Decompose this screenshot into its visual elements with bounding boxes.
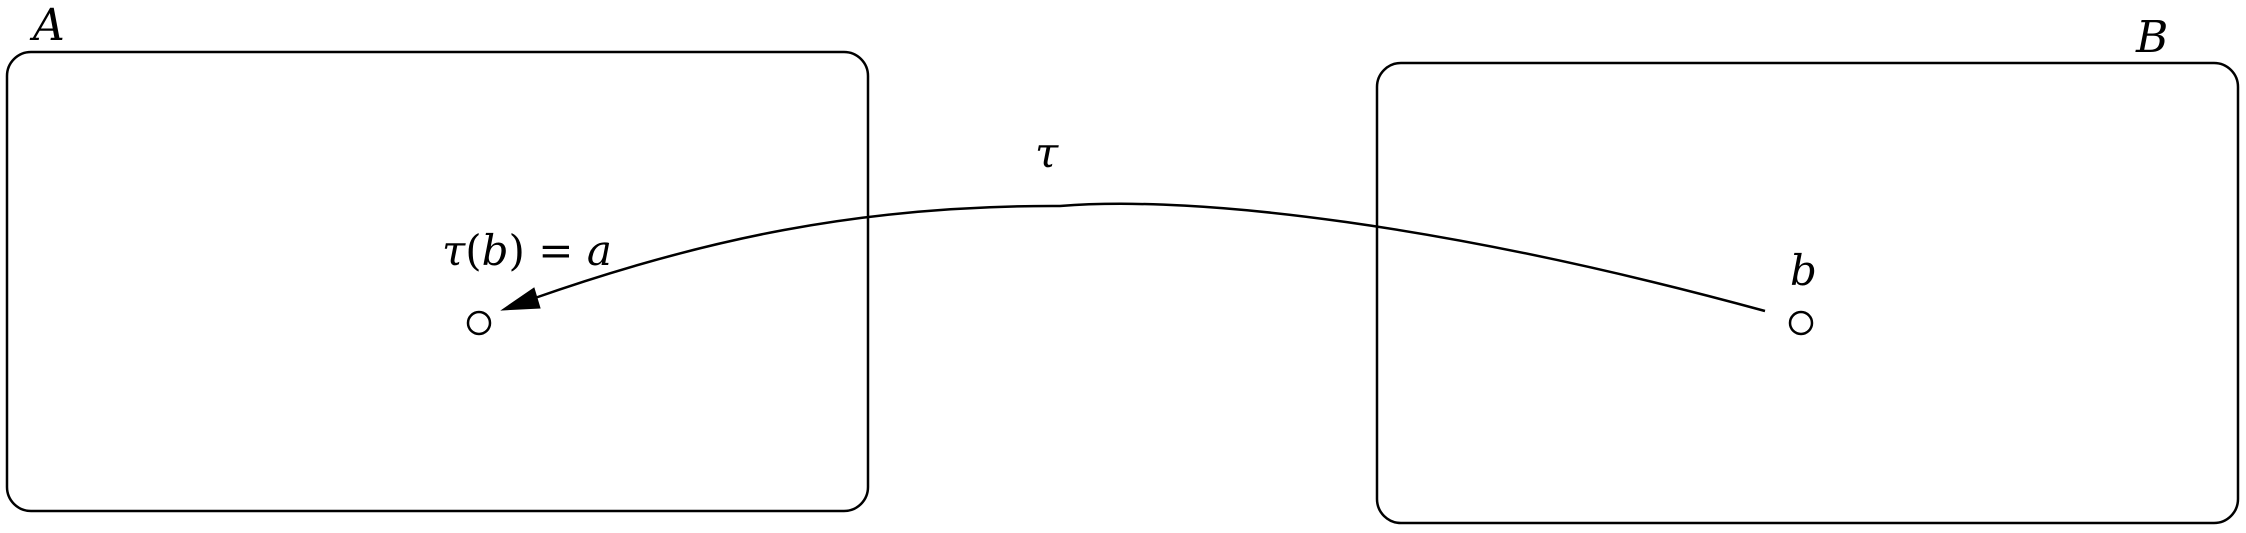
set-a: A — [5, 0, 870, 513]
point-a-label-close: ) — [509, 226, 525, 275]
set-b-label: B — [2135, 12, 2168, 63]
set-a-label: A — [29, 0, 65, 51]
map-label: τ — [1035, 128, 1059, 177]
point-b: b — [1788, 246, 1817, 336]
point-a-label-eq: = — [525, 226, 587, 275]
point-b-label: b — [1790, 246, 1817, 295]
point-b-marker — [1788, 310, 1814, 336]
set-b: B — [1375, 12, 2240, 525]
point-a-label-fn: τ — [442, 226, 466, 275]
point-a: τ(b) = a — [442, 226, 612, 336]
map-arrowhead — [500, 287, 541, 311]
map-arrow-curve — [531, 202, 1766, 313]
point-a-label: τ(b) = a — [442, 226, 612, 275]
set-b-box — [1375, 61, 2240, 525]
point-a-marker — [466, 310, 492, 336]
set-a-box — [5, 50, 870, 513]
point-a-label-val: a — [587, 226, 612, 275]
map-tau: τ — [500, 128, 1766, 313]
point-a-label-open: ( — [465, 226, 481, 275]
point-a-label-arg: b — [482, 226, 509, 275]
